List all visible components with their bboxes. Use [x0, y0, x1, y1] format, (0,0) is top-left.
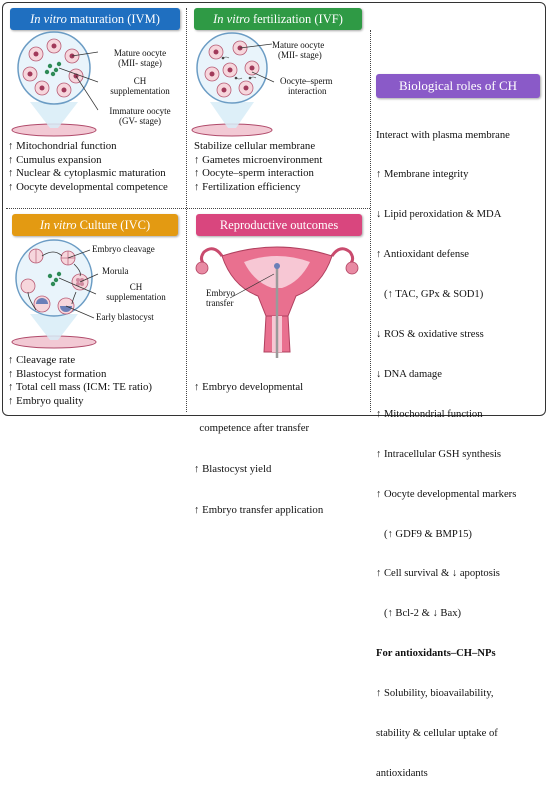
ivc-item: ↑ Cleavage rate	[8, 354, 76, 366]
ivm-item: ↑ Mitochondrial function	[8, 140, 117, 152]
bio-np-title: For antioxidants–CH–NPs	[376, 648, 496, 660]
ivc-label-blastocyst: Early blastocyst	[96, 312, 154, 322]
figure-frame	[2, 2, 546, 416]
ivm-illustration	[11, 31, 99, 137]
repro-label-transfer-line1: Embryo	[206, 288, 235, 298]
bio-item: ↓ Lipid peroxidation & MDA	[376, 209, 502, 221]
repro-header: Reproductive outcomes	[196, 214, 362, 236]
ivc-funnel	[30, 314, 78, 340]
bio-item: ↑ Intracellular GSH synthesis	[376, 448, 502, 460]
bio-list: Interact with plasma membrane ↑ Membrane…	[376, 102, 516, 807]
ivm-item: ↑ Cumulus expansion	[8, 153, 102, 166]
ivc-label-ch: CH supplementation	[96, 282, 176, 302]
repro-item: ↑ Embryo transfer application	[194, 503, 324, 516]
bio-header: Biological roles of CH	[376, 74, 540, 98]
ivc-label-ch-line2: supplementation	[106, 292, 166, 302]
ivf-header-rest: fertilization (IVF)	[249, 12, 343, 26]
ivm-funnel	[30, 102, 78, 128]
repro-list: ↑ Embryo developmental competence after …	[194, 354, 323, 544]
bio-item: ↓ DNA damage	[376, 368, 442, 380]
repro-item: ↑ Blastocyst yield	[194, 462, 272, 475]
ivc-header-italic: In vitro	[39, 218, 77, 232]
bio-np-item: ↑ Solubility, bioavailability,	[376, 688, 494, 700]
transfer-catheter	[274, 263, 280, 358]
ivf-item: Stabilize cellular membrane	[194, 140, 316, 152]
ivc-item: ↑ Blastocyst formation	[8, 367, 107, 380]
ivc-illustration	[11, 239, 99, 349]
ivm-label-ch: CH supplementation	[100, 76, 180, 96]
ivm-label-immature: Immature oocyte (GV- stage)	[98, 106, 182, 126]
ivf-label-interaction-line2: interaction	[288, 86, 327, 96]
uterus-illustration	[195, 246, 359, 358]
ivm-oocytes	[22, 38, 84, 98]
ivf-item: ↑ Fertilization efficiency	[194, 180, 301, 193]
ivc-ch-particles	[47, 271, 62, 287]
ivm-label-mature-line1: Mature oocyte	[113, 48, 167, 58]
bio-item: (↑ TAC, GPx & SOD1)	[376, 289, 484, 301]
bio-np-item: stability & cellular uptake of	[376, 727, 498, 739]
ivf-illustration	[191, 32, 275, 137]
ivm-header-rest: maturation (IVM)	[66, 12, 160, 26]
figure-root: In vitro maturation (IVM)	[2, 2, 546, 779]
repro-label-transfer: Embryo transfer	[206, 288, 235, 308]
bio-item: ↑ Cell survival & ↓ apoptosis	[376, 568, 500, 580]
ivm-label-immature-line1: Immature oocyte	[109, 106, 171, 116]
ivf-list: Stabilize cellular membrane ↑ Gametes mi…	[194, 140, 322, 194]
ivm-list: ↑ Mitochondrial function ↑ Cumulus expan…	[8, 140, 168, 194]
bio-item: (↑ Bcl-2 & ↓ Bax)	[376, 608, 462, 620]
ivf-label-mature-line2: (MII- stage)	[278, 50, 322, 60]
ivm-ch-particles	[44, 61, 62, 77]
divider-vertical-left	[186, 8, 187, 412]
repro-item: ↑ Embryo developmental	[194, 381, 304, 394]
ivc-cycle-arrows	[27, 251, 81, 311]
ivc-embryos	[20, 248, 89, 315]
ivc-item: ↑ Total cell mass (ICM: TE ratio)	[8, 381, 152, 394]
ivf-label-interaction: Oocyte–sperm interaction	[280, 76, 332, 96]
ivm-label-ch-line2: supplementation	[110, 86, 170, 96]
ivm-header-italic: In vitro	[30, 12, 67, 26]
ivf-header-italic: In vitro	[213, 12, 250, 26]
ivc-label-morula: Morula	[102, 266, 129, 276]
bio-item: ↑ Mitochondrial function	[376, 408, 483, 420]
divider-horizontal	[6, 208, 370, 209]
ivc-header-rest: Culture (IVC)	[76, 218, 151, 232]
bio-item: Interact with plasma membrane	[376, 129, 510, 141]
divider-vertical-right	[370, 30, 371, 412]
ivf-header: In vitro fertilization (IVF)	[194, 8, 362, 30]
ivf-label-interaction-line1: Oocyte–sperm	[280, 76, 333, 86]
bio-item: ↑ Oocyte developmental markers	[376, 488, 517, 500]
ivc-header: In vitro Culture (IVC)	[12, 214, 178, 236]
ivc-list: ↑ Cleavage rate ↑ Blastocyst formation ↑…	[8, 354, 152, 408]
ivm-item: ↑ Nuclear & cytoplasmic maturation	[8, 167, 166, 180]
ivm-label-immature-line2: (GV- stage)	[119, 116, 161, 126]
ivm-item: ↑ Oocyte developmental competence	[8, 180, 168, 193]
ivf-sperm	[221, 56, 257, 80]
ivm-label-ch-line1: CH	[133, 76, 147, 86]
bio-item: (↑ GDF9 & BMP15)	[376, 528, 472, 540]
bio-item: ↓ ROS & oxidative stress	[376, 329, 484, 341]
ivm-label-mature: Mature oocyte (MII- stage)	[100, 48, 180, 68]
ivf-item: ↑ Oocyte–sperm interaction	[194, 167, 314, 180]
ivc-label-ch-line1: CH	[129, 282, 143, 292]
bio-item: ↑ Membrane integrity	[376, 169, 469, 181]
ivf-label-mature-line1: Mature oocyte	[272, 40, 325, 50]
ivc-label-cleavage: Embryo cleavage	[92, 244, 155, 254]
ivf-label-mature: Mature oocyte (MII- stage)	[272, 40, 324, 60]
repro-item: competence after transfer	[194, 421, 310, 434]
bio-np-item: antioxidants	[376, 767, 428, 779]
repro-label-transfer-line2: transfer	[206, 298, 234, 308]
ivc-item: ↑ Embryo quality	[8, 394, 84, 407]
ivf-item: ↑ Gametes microenvironment	[194, 153, 323, 166]
ivf-funnel	[210, 102, 254, 128]
ivm-header: In vitro maturation (IVM)	[10, 8, 180, 30]
ivm-label-mature-line2: (MII- stage)	[118, 58, 162, 68]
bio-item: ↑ Antioxidant defense	[376, 249, 469, 261]
